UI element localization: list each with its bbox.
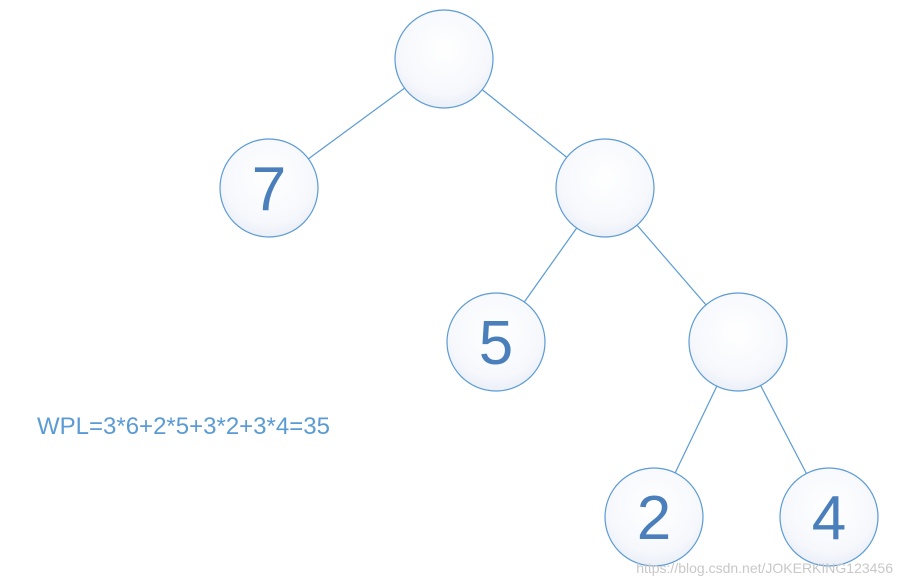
edges-layer	[308, 87, 807, 474]
edge-internal-right-to-internal-lower	[636, 224, 707, 306]
watermark: https://blog.csdn.net/JOKERKING123456	[636, 560, 893, 576]
edge-root-to-leaf-7	[308, 87, 405, 160]
node-circle-internal-lower	[688, 292, 788, 392]
node-label-leaf-5: 5	[479, 309, 513, 378]
tree-node-leaf-7: 7	[219, 138, 319, 238]
node-label-leaf-4: 4	[812, 484, 846, 553]
edge-root-to-internal-right	[481, 89, 568, 158]
tree-node-leaf-5: 5	[446, 292, 546, 392]
node-label-leaf-2: 2	[637, 484, 671, 553]
node-circle-leaf-5	[446, 292, 546, 392]
edge-internal-lower-to-leaf-2	[674, 385, 718, 474]
node-circle-leaf-2	[604, 467, 704, 567]
node-label-leaf-7: 7	[252, 155, 286, 224]
tree-node-leaf-4: 4	[779, 467, 879, 567]
tree-node-internal-lower	[688, 292, 788, 392]
tree-node-internal-right	[555, 138, 655, 238]
edge-internal-lower-to-leaf-4	[760, 385, 807, 474]
node-circle-leaf-4	[779, 467, 879, 567]
node-circle-leaf-7	[219, 138, 319, 238]
tree-node-root	[394, 9, 494, 109]
node-circle-root	[394, 9, 494, 109]
wpl-formula: WPL=3*6+2*5+3*2+3*4=35	[37, 413, 330, 440]
node-circle-internal-right	[555, 138, 655, 238]
nodes-layer: 7 5 2 4	[219, 9, 879, 567]
tree-node-leaf-2: 2	[604, 467, 704, 567]
edge-internal-right-to-leaf-5	[523, 227, 578, 303]
